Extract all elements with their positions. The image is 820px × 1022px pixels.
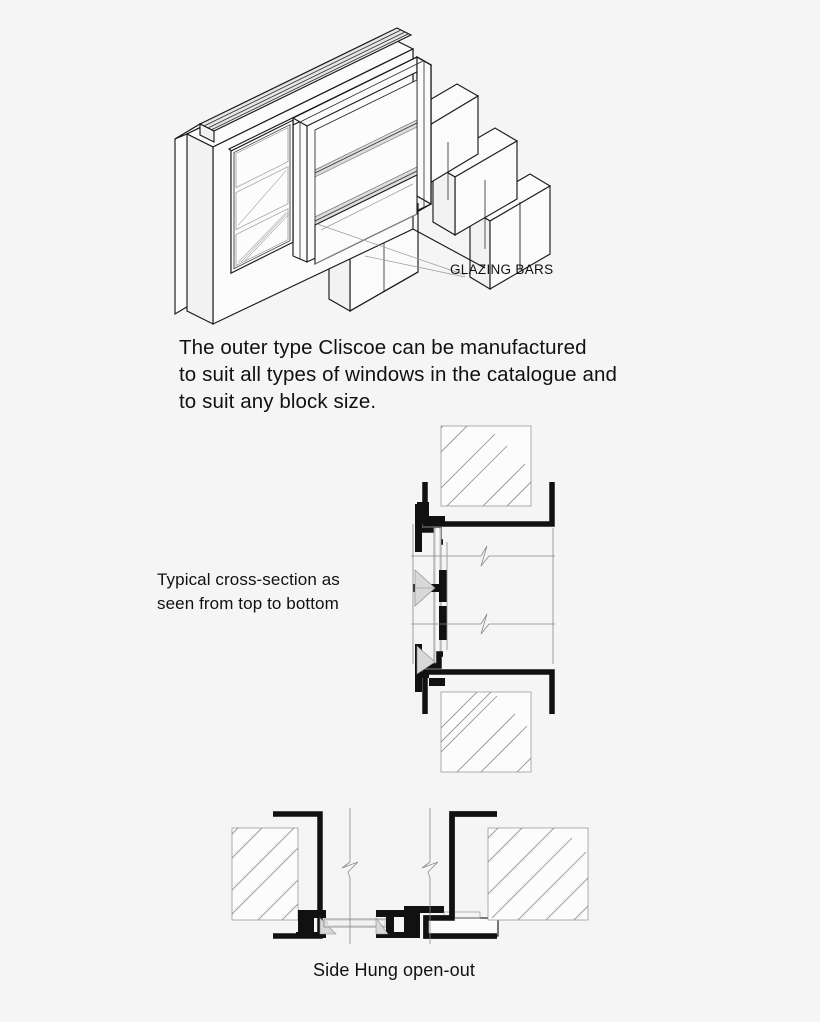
body-paragraph: The outer type Cliscoe can be manufactur… xyxy=(179,334,689,415)
side-hung-caption: Side Hung open-out xyxy=(313,960,475,980)
break-symbol-right xyxy=(421,808,439,944)
break-symbol-left xyxy=(341,808,359,944)
cross-section-caption-line-1: Typical cross-section as xyxy=(157,570,340,589)
left-frame-profile xyxy=(273,811,337,939)
right-jamb-block-hatched xyxy=(487,827,589,921)
right-sash-assembly xyxy=(314,79,418,265)
side-hung-figure xyxy=(230,806,590,946)
centre-right-profile xyxy=(404,906,444,938)
left-jamb-block-hatched xyxy=(231,827,299,921)
cross-section-figure xyxy=(395,424,575,774)
centre-left-t-profile xyxy=(375,910,406,938)
cross-section-svg xyxy=(411,425,555,773)
body-paragraph-line-1: The outer type Cliscoe can be manufactur… xyxy=(179,336,587,359)
transom-profile xyxy=(413,569,447,640)
sill-block-hatched xyxy=(440,691,532,773)
centre-lines xyxy=(412,524,554,664)
cross-section-caption: Typical cross-section as seen from top t… xyxy=(157,568,407,616)
glazing-bar-leader xyxy=(316,223,466,278)
body-paragraph-line-2: to suit all types of windows in the cata… xyxy=(179,363,617,386)
sill-frame-profile xyxy=(415,644,555,714)
side-hung-svg xyxy=(231,808,589,944)
head-block-hatched xyxy=(440,425,532,507)
break-symbol-lower xyxy=(411,613,555,635)
isometric-window-figure xyxy=(165,24,565,325)
break-symbol-upper xyxy=(411,545,555,567)
right-frame-profile xyxy=(423,811,499,939)
cross-section-caption-line-2: seen from top to bottom xyxy=(157,594,339,613)
head-capping-rail xyxy=(198,27,413,143)
left-sash-assembly xyxy=(230,119,294,274)
body-paragraph-line-3: to suit any block size. xyxy=(179,390,377,413)
isometric-window-svg xyxy=(174,27,552,325)
glazing-bars-label: GLAZING BARS xyxy=(450,262,554,277)
